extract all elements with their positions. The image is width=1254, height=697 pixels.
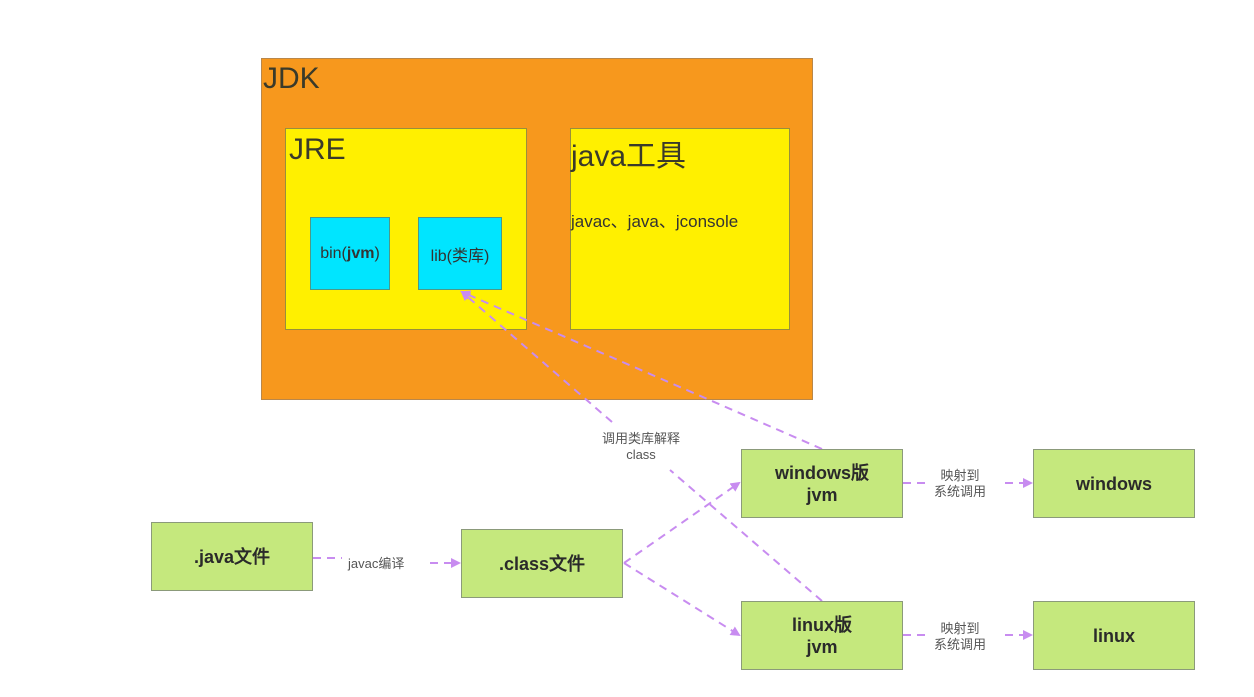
bin-suffix: )	[374, 244, 380, 262]
class-file-label: .class文件	[498, 553, 586, 574]
bin-jvm-box: bin(jvm)	[310, 217, 390, 290]
java-tools-title: java工具	[571, 140, 687, 173]
arrow-class-to-windows-jvm	[623, 481, 741, 564]
lib-box: lib(类库)	[418, 217, 502, 290]
interpret-label-line1: 调用类库解释	[601, 431, 680, 446]
linux-os-label: linux	[1092, 625, 1135, 646]
linux-jvm-line1: linux版	[791, 614, 852, 635]
compile-label: javac编译	[348, 556, 405, 572]
windows-jvm-line2: jvm	[806, 484, 838, 505]
linux-map-line2: 系统调用	[934, 637, 987, 652]
linux-jvm-line2: jvm	[806, 636, 838, 657]
windows-os-label: windows	[1076, 473, 1152, 494]
windows-map-line2: 系统调用	[934, 484, 987, 499]
interpret-label-line2: class	[626, 447, 656, 462]
linux-map-line1: 映射到	[940, 621, 980, 636]
windows-map-label: 映射到 系统调用	[934, 468, 987, 500]
linux-os-node: linux	[1033, 601, 1195, 670]
java-file-label: .java文件	[193, 546, 271, 567]
interpret-label: 调用类库解释 class	[586, 431, 696, 463]
linux-map-label: 映射到 系统调用	[934, 621, 987, 653]
jre-title: JRE	[289, 133, 346, 166]
arrow-class-to-linux-jvm	[623, 562, 741, 637]
java-tools-list: javac、java、jconsole	[571, 212, 739, 231]
class-file-node: .class文件	[461, 529, 623, 598]
java-file-node: .java文件	[151, 522, 313, 591]
lib-label: lib(类库)	[430, 247, 490, 265]
windows-jvm-line1: windows版	[775, 462, 869, 483]
windows-os-node: windows	[1033, 449, 1195, 518]
jdk-title: JDK	[263, 62, 320, 95]
bin-prefix: bin(	[320, 244, 347, 262]
bin-jvm-bold: jvm	[346, 244, 375, 262]
windows-map-line1: 映射到	[940, 468, 980, 483]
